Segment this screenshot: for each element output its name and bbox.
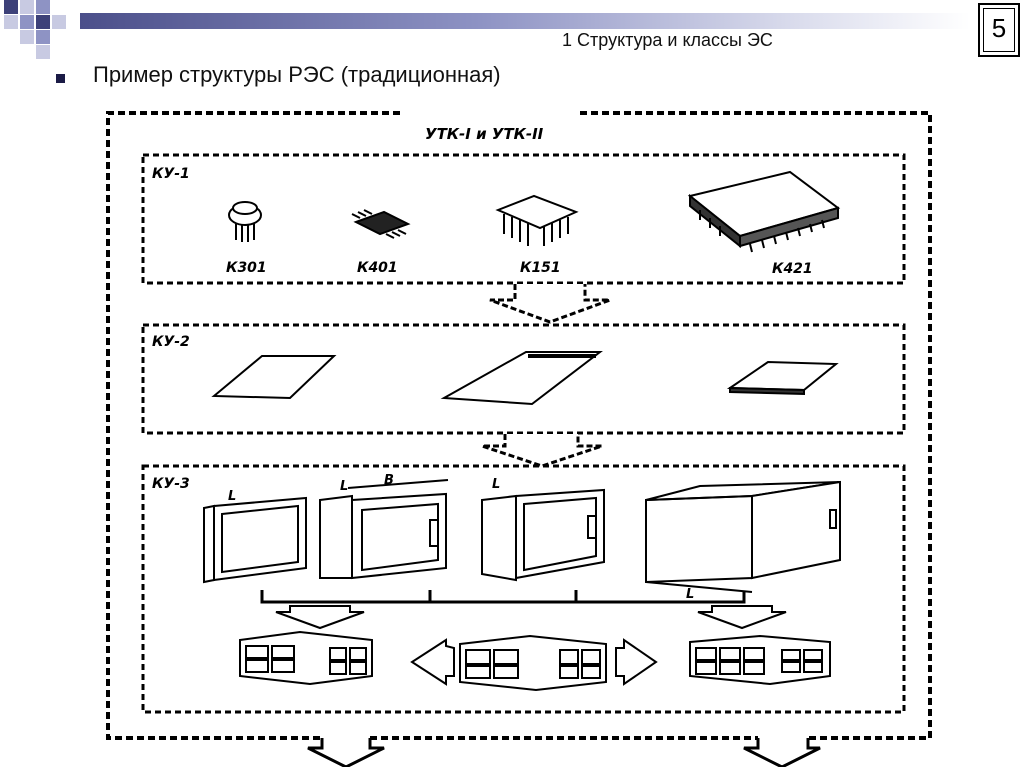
bullet-text: Пример структуры РЭС (традиционная) bbox=[93, 62, 501, 87]
arrow-ku1-to-ku2 bbox=[489, 284, 611, 324]
pcb-board-large-icon bbox=[440, 351, 603, 406]
dim-label-l3: L bbox=[492, 477, 500, 492]
header-gradient-band bbox=[80, 13, 970, 29]
arrow-down-right bbox=[697, 605, 787, 630]
arrow-branch-lines bbox=[260, 590, 746, 604]
component-k151-label: К151 bbox=[520, 260, 561, 276]
arrow-left-hollow bbox=[410, 638, 455, 686]
component-k421-icon bbox=[687, 170, 841, 253]
corner-square bbox=[52, 15, 66, 29]
component-k401-icon bbox=[351, 209, 411, 239]
corner-square bbox=[20, 15, 34, 29]
cassette-frame-icon bbox=[319, 479, 449, 580]
arrow-exit-left bbox=[307, 738, 385, 767]
dim-label-b: B bbox=[384, 473, 394, 488]
outer-frame-label: УТК-I и УТК-II bbox=[425, 125, 544, 143]
component-k421-label: К421 bbox=[772, 261, 813, 277]
corner-square bbox=[36, 30, 50, 44]
rack-assembly-left-icon bbox=[239, 630, 373, 686]
dim-label-l4: L bbox=[686, 587, 694, 602]
corner-square bbox=[20, 30, 34, 44]
component-k301-label: К301 bbox=[226, 260, 267, 276]
arrow-exit-right bbox=[743, 738, 821, 767]
corner-square bbox=[36, 45, 50, 59]
pcb-board-thin-icon bbox=[726, 360, 839, 396]
corner-square bbox=[4, 15, 18, 29]
dim-label-l1: L bbox=[228, 489, 236, 504]
ku3-label: КУ-3 bbox=[152, 476, 190, 492]
ku1-frame bbox=[141, 153, 906, 285]
ku3-frame bbox=[141, 464, 906, 714]
dim-label-l2: L bbox=[340, 479, 348, 494]
ku1-label: КУ-1 bbox=[152, 166, 190, 182]
bullet-square bbox=[56, 74, 65, 83]
corner-square bbox=[36, 0, 50, 14]
corner-square bbox=[4, 0, 18, 14]
corner-square bbox=[36, 15, 50, 29]
rack-assembly-right-icon bbox=[689, 634, 831, 686]
pcb-board-small-icon bbox=[211, 355, 337, 400]
page-number: 5 bbox=[991, 13, 1007, 43]
component-k301-icon bbox=[228, 201, 262, 242]
arrow-down-left bbox=[275, 605, 365, 630]
ku2-label: КУ-2 bbox=[152, 334, 190, 350]
component-k151-icon bbox=[495, 194, 579, 246]
cassette-panel-icon bbox=[203, 496, 307, 584]
outer-frame bbox=[106, 111, 932, 740]
slide-header-title: 1 Структура и классы ЭС bbox=[562, 30, 773, 50]
open-frame-icon bbox=[645, 480, 841, 593]
rack-assembly-center-icon bbox=[459, 634, 607, 692]
page-number-box: 5 bbox=[978, 3, 1020, 57]
arrow-right-hollow bbox=[615, 638, 658, 686]
arrow-ku2-to-ku3 bbox=[481, 434, 603, 468]
ku2-frame bbox=[141, 323, 906, 435]
cassette-box-icon bbox=[481, 488, 605, 582]
corner-square bbox=[20, 0, 34, 14]
component-k401-label: К401 bbox=[357, 260, 398, 276]
